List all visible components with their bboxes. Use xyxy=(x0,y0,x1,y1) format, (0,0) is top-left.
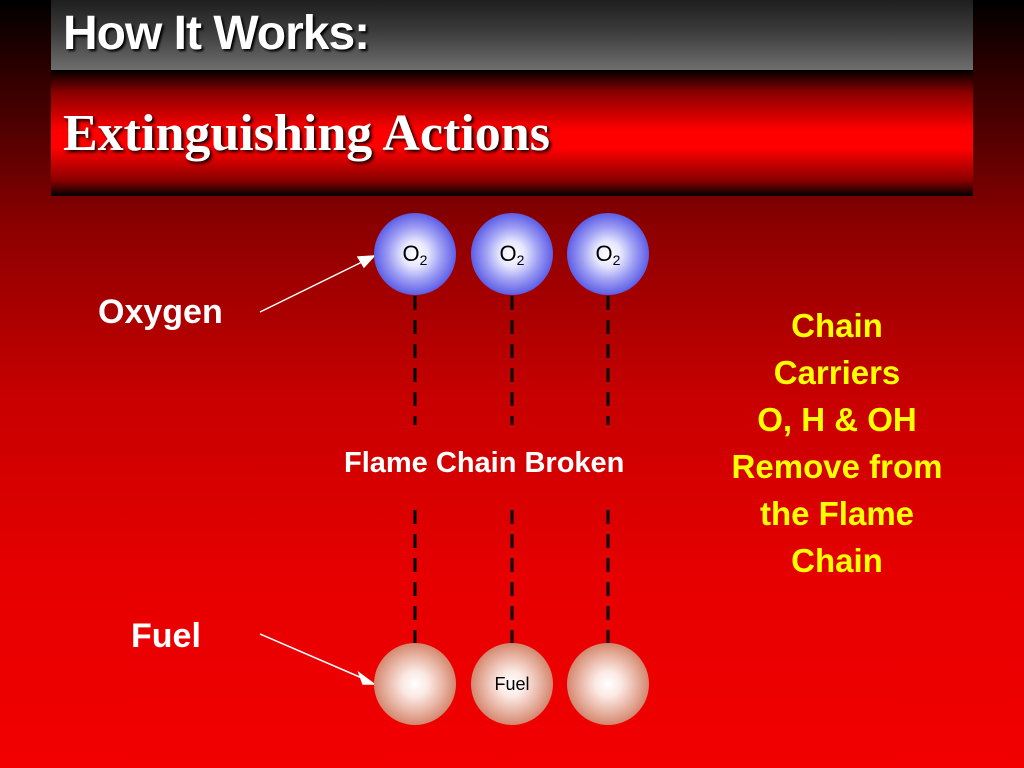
callout-line: O, H & OH xyxy=(757,401,917,438)
oxygen-molecule-label: O2 xyxy=(595,240,621,268)
callout-line: Carriers xyxy=(773,354,901,391)
oxygen-molecule-label: O2 xyxy=(499,240,525,268)
fuel-molecule-1 xyxy=(374,643,456,725)
fuel-label: Fuel xyxy=(131,617,201,655)
oxygen-molecule-2: O2 xyxy=(471,213,553,295)
chain-carriers-callout: Chain Carriers O, H & OH Remove from the… xyxy=(706,302,968,584)
oxygen-label: Oxygen xyxy=(98,293,223,331)
callout-line: Remove from xyxy=(731,448,943,485)
oxygen-molecule-3: O2 xyxy=(567,213,649,295)
fuel-molecule-label: Fuel xyxy=(494,673,530,694)
callout-line: Chain xyxy=(791,307,883,344)
subtitle-band xyxy=(51,70,973,196)
oxygen-arrow-head xyxy=(356,255,376,269)
fuel-molecule-2: Fuel xyxy=(471,643,553,725)
oxygen-molecule-1: O2 xyxy=(374,213,456,295)
oxygen-arrow-line xyxy=(259,261,363,313)
flame-chain-broken-label: Flame Chain Broken xyxy=(344,447,625,479)
fuel-molecule-3 xyxy=(567,643,649,725)
page-title: How It Works: xyxy=(63,7,370,60)
callout-line: Chain xyxy=(791,542,883,579)
fuel-arrow-line xyxy=(259,633,363,679)
title-band xyxy=(51,0,973,70)
oxygen-molecule-label: O2 xyxy=(402,240,428,268)
page-subtitle: Extinguishing Actions xyxy=(63,105,550,162)
callout-line: the Flame xyxy=(759,495,915,532)
fuel-arrow-head xyxy=(357,670,377,685)
